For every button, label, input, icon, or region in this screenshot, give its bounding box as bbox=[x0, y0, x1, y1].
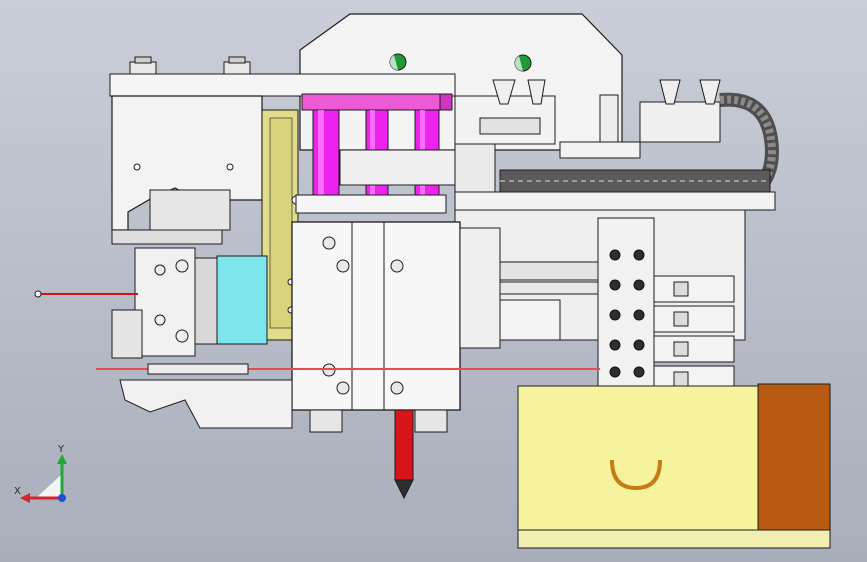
coordinate-triad: Y X bbox=[14, 444, 67, 503]
main-cylinder-body bbox=[291, 221, 461, 411]
tool-tip-shaft bbox=[394, 409, 414, 481]
y-axis-label: Y bbox=[57, 444, 65, 455]
top-cross-beam bbox=[109, 73, 456, 97]
x-axis-label: X bbox=[14, 486, 21, 497]
cyan-sensor-block bbox=[216, 255, 268, 345]
pneumatic-tube-loop bbox=[610, 459, 662, 491]
lower-left-plate bbox=[119, 379, 293, 429]
orange-side-block bbox=[757, 383, 831, 549]
magenta-top-plate bbox=[301, 93, 441, 111]
tool-tip-point bbox=[394, 479, 414, 500]
yellow-base-block bbox=[517, 385, 759, 549]
z-axis-dot bbox=[58, 494, 66, 502]
